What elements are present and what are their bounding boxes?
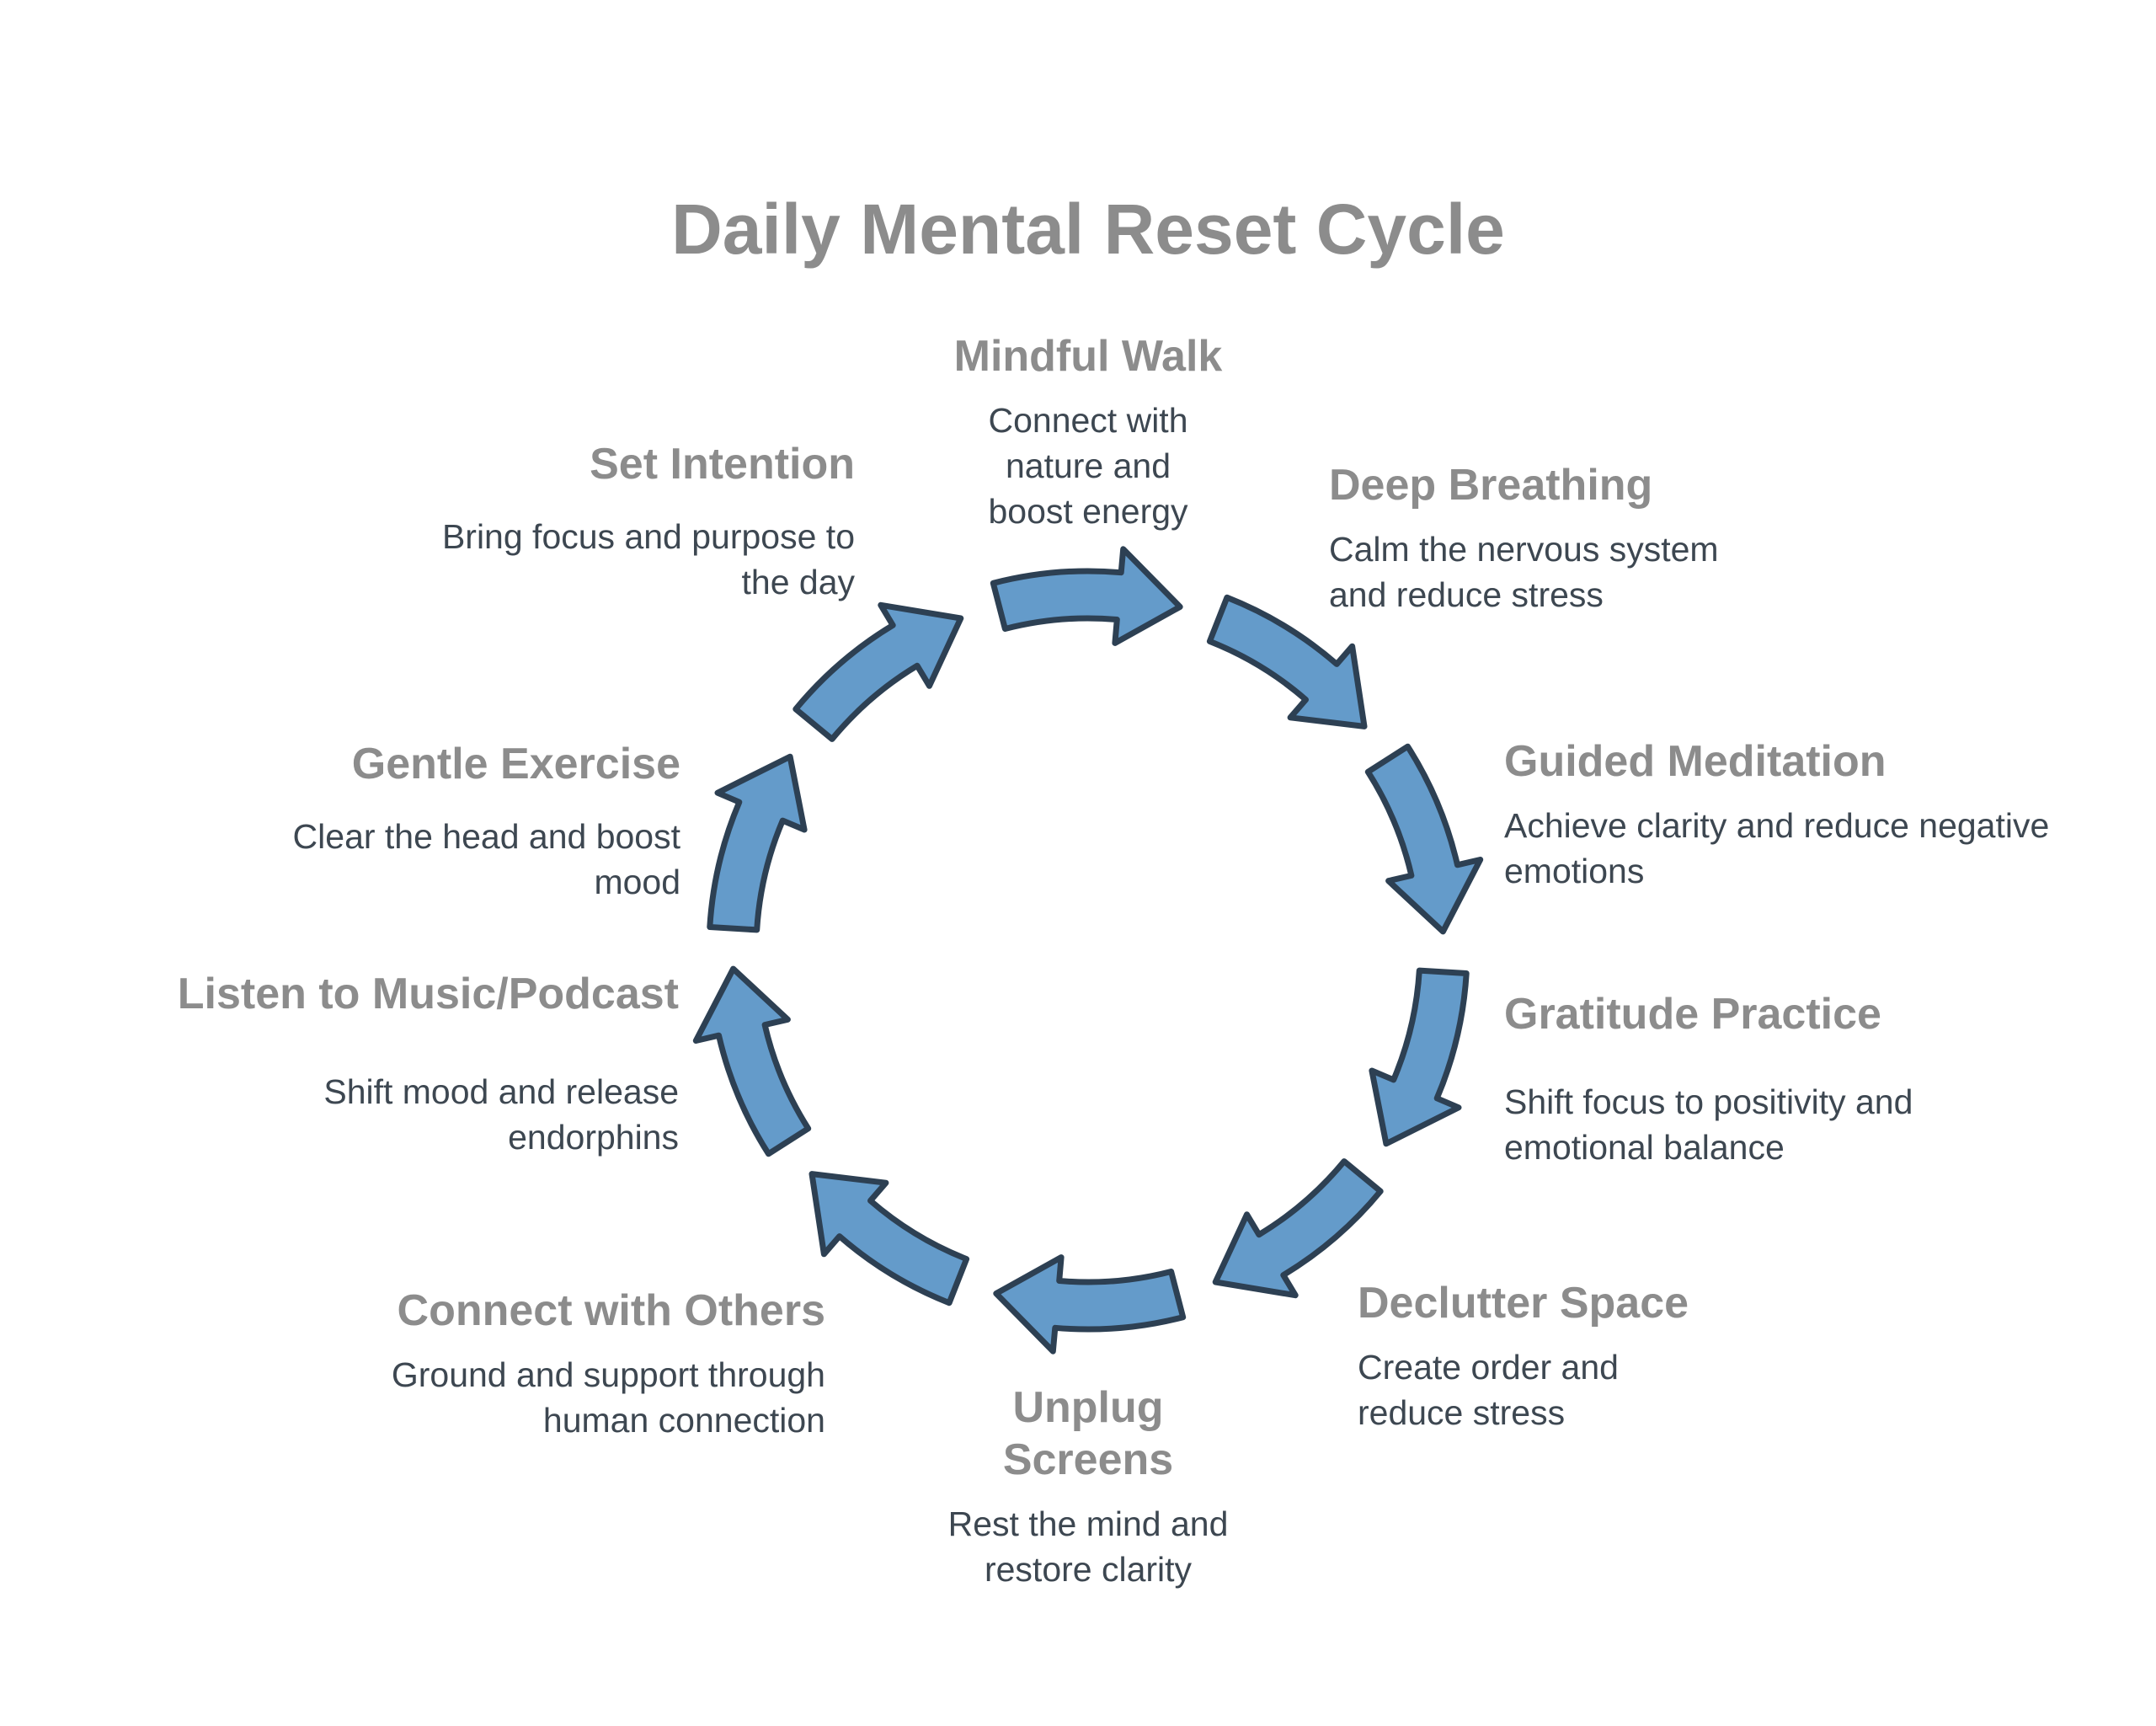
stage-desc-line: endorphins xyxy=(508,1118,679,1157)
cycle-arrow xyxy=(1369,967,1470,1147)
stage-desc-line: Bring focus and purpose to xyxy=(441,517,855,556)
stage-description: Clear the head and boost mood xyxy=(293,814,680,905)
stage-desc-line: human connection xyxy=(542,1401,825,1440)
stage-desc-line: Ground and support through xyxy=(391,1355,825,1394)
cycle-arrow xyxy=(707,753,808,933)
stage-title-line: Gentle Exercise xyxy=(351,740,680,788)
cycle-arrow xyxy=(993,1254,1187,1355)
stage-desc-line: Clear the head and boost xyxy=(292,817,680,856)
stage-title-line: Mindful Walk xyxy=(953,332,1223,381)
stage-title-line: Guided Meditation xyxy=(1504,737,1886,786)
stage-desc-line: the day xyxy=(741,563,856,601)
stage-title-line: Gratitude Practice xyxy=(1504,990,1881,1039)
stage-title: Unplug Screens xyxy=(869,1381,1307,1486)
stage-title-line: Declutter Space xyxy=(1358,1279,1689,1328)
stage-mindful-walk: Mindful Walk Connect with nature and boo… xyxy=(869,330,1307,534)
stage-desc-line: emotional balance xyxy=(1504,1128,1785,1167)
stage-desc-line: boost energy xyxy=(988,492,1188,531)
stage-title: Connect with Others xyxy=(392,1285,825,1337)
stage-title: Gratitude Practice xyxy=(1504,988,1913,1040)
stage-title: Mindful Walk xyxy=(869,330,1307,382)
cycle-arrow xyxy=(692,965,812,1157)
stage-desc-line: Shift mood and release xyxy=(323,1072,679,1111)
stage-desc-line: Shift focus to positivity and xyxy=(1504,1082,1913,1121)
stage-title: Guided Meditation xyxy=(1504,735,2049,788)
page-title: Daily Mental Reset Cycle xyxy=(671,190,1505,270)
stage-description: Connect with nature and boost energy xyxy=(869,398,1307,534)
cycle-arrow xyxy=(1364,743,1484,935)
stage-gratitude-practice: Gratitude Practice Shift focus to positi… xyxy=(1504,988,1913,1170)
stage-set-intention: Set Intention Bring focus and purpose to… xyxy=(442,438,855,605)
stage-desc-line: Create order and xyxy=(1358,1348,1619,1387)
stage-description: Shift focus to positivity and emotional … xyxy=(1504,1079,1913,1170)
stage-desc-line: Rest the mind and xyxy=(947,1504,1229,1543)
cycle-arrow xyxy=(792,601,964,742)
stage-listen-to-music-podcast: Listen to Music/Podcast Shift mood and r… xyxy=(178,968,679,1160)
stage-unplug-screens: Unplug Screens Rest the mind and restore… xyxy=(869,1381,1307,1592)
stage-description: Create order and reduce stress xyxy=(1358,1344,1689,1435)
stage-desc-line: Connect with xyxy=(988,401,1188,440)
stage-title-line: Unplug xyxy=(1012,1383,1164,1432)
stage-title-line: Listen to Music/Podcast xyxy=(177,970,679,1018)
stage-title: Declutter Space xyxy=(1358,1277,1689,1329)
stage-gentle-exercise: Gentle Exercise Clear the head and boost… xyxy=(293,738,680,905)
stage-connect-with-others: Connect with Others Ground and support t… xyxy=(392,1285,825,1443)
stage-title: Set Intention xyxy=(442,438,855,490)
stage-desc-line: reduce stress xyxy=(1358,1393,1566,1432)
stage-title: Gentle Exercise xyxy=(293,738,680,790)
stage-description: Bring focus and purpose to the day xyxy=(442,514,855,605)
stage-desc-line: and reduce stress xyxy=(1329,575,1604,614)
stage-title-line: Deep Breathing xyxy=(1329,461,1653,510)
stage-declutter-space: Declutter Space Create order and reduce … xyxy=(1358,1277,1689,1435)
stage-description: Calm the nervous system and reduce stres… xyxy=(1329,526,1719,617)
stage-desc-line: restore clarity xyxy=(984,1550,1193,1589)
stage-description: Rest the mind and restore clarity xyxy=(869,1501,1307,1592)
stage-title-line: Connect with Others xyxy=(397,1286,825,1335)
stage-description: Achieve clarity and reduce negative emot… xyxy=(1504,803,2049,894)
cycle-arrow xyxy=(808,1171,970,1307)
stage-title-line: Set Intention xyxy=(590,440,855,489)
stage-desc-line: nature and xyxy=(1005,446,1171,485)
stage-guided-meditation: Guided Meditation Achieve clarity and re… xyxy=(1504,735,2049,894)
cycle-arrow xyxy=(1212,1158,1384,1299)
cycle-arrow xyxy=(990,546,1183,646)
stage-deep-breathing: Deep Breathing Calm the nervous system a… xyxy=(1329,459,1719,617)
stage-title: Deep Breathing xyxy=(1329,459,1719,511)
stage-description: Ground and support through human connect… xyxy=(392,1352,825,1443)
stage-title-line: Screens xyxy=(1002,1435,1174,1484)
stage-desc-line: emotions xyxy=(1504,852,1645,890)
stage-title: Listen to Music/Podcast xyxy=(178,968,679,1020)
stage-description: Shift mood and release endorphins xyxy=(178,1069,679,1160)
stage-desc-line: mood xyxy=(594,863,680,901)
stage-desc-line: Calm the nervous system xyxy=(1329,530,1719,569)
stage-desc-line: Achieve clarity and reduce negative xyxy=(1504,806,2050,845)
